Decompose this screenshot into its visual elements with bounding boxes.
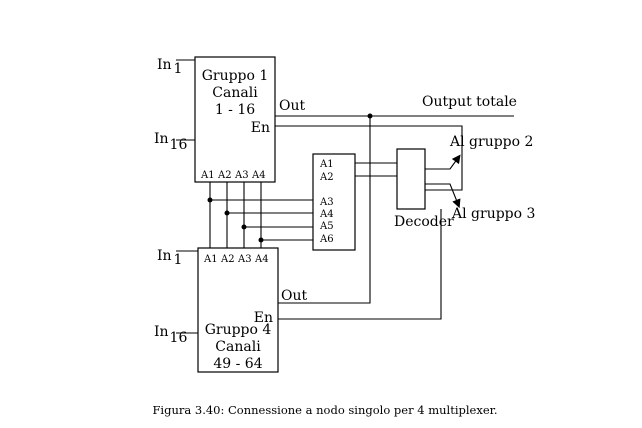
group4-channels: Canali	[215, 339, 261, 355]
output-total-label: Output totale	[422, 94, 517, 110]
group1-pin-a4: A4	[251, 170, 266, 181]
addr-a3: A3	[319, 197, 334, 208]
group3-label: Al gruppo 3	[451, 206, 535, 222]
group1-pin-a1: A1	[200, 170, 215, 181]
decoder-block	[396, 148, 426, 210]
group4-out-label: Out	[281, 288, 307, 304]
group4-en-wire	[278, 209, 442, 320]
group4-out-wire	[278, 116, 371, 304]
group4-name: Gruppo 4	[205, 322, 272, 338]
addr-a6: A6	[319, 234, 334, 245]
group1-out-label: Out	[279, 98, 305, 114]
bus-junction-a4	[258, 237, 264, 243]
group4-range: 49 - 64	[213, 356, 262, 372]
decoder-to-group2	[425, 154, 461, 170]
group1-in16-label: In16	[154, 131, 187, 153]
group1-en-wire	[275, 125, 463, 191]
group2-label: Al gruppo 2	[449, 134, 533, 150]
addr-a1: A1	[319, 159, 334, 170]
decoder-label: Decoder	[394, 214, 454, 230]
bus-junction-a3	[241, 224, 247, 230]
group1-pin-a2: A2	[217, 170, 232, 181]
group1-channels: Canali	[212, 85, 258, 101]
figure-caption: Figura 3.40: Connessione a nodo singolo …	[152, 403, 497, 417]
group4-pin-a1: A1	[203, 254, 218, 265]
group1-en-label: En	[251, 120, 270, 136]
addr-a2: A2	[319, 172, 334, 183]
group1-block	[194, 56, 276, 183]
address-block	[312, 153, 356, 251]
group4-block	[197, 247, 279, 373]
group1-name: Gruppo 1	[202, 68, 269, 84]
addr-a5: A5	[319, 221, 334, 232]
addr-a4: A4	[319, 209, 334, 220]
decoder-to-group3	[425, 183, 461, 209]
group4-pin-a2: A2	[220, 254, 235, 265]
bus-junction-a1	[207, 197, 213, 203]
group4-in16-label: In16	[154, 324, 187, 346]
group1-pin-a3: A3	[234, 170, 249, 181]
group1-range: 1 - 16	[215, 102, 255, 118]
bus-junction-a2	[224, 210, 230, 216]
group4-en-label: En	[254, 310, 273, 326]
group4-pin-a4: A4	[254, 254, 269, 265]
group4-pin-a3: A3	[237, 254, 252, 265]
